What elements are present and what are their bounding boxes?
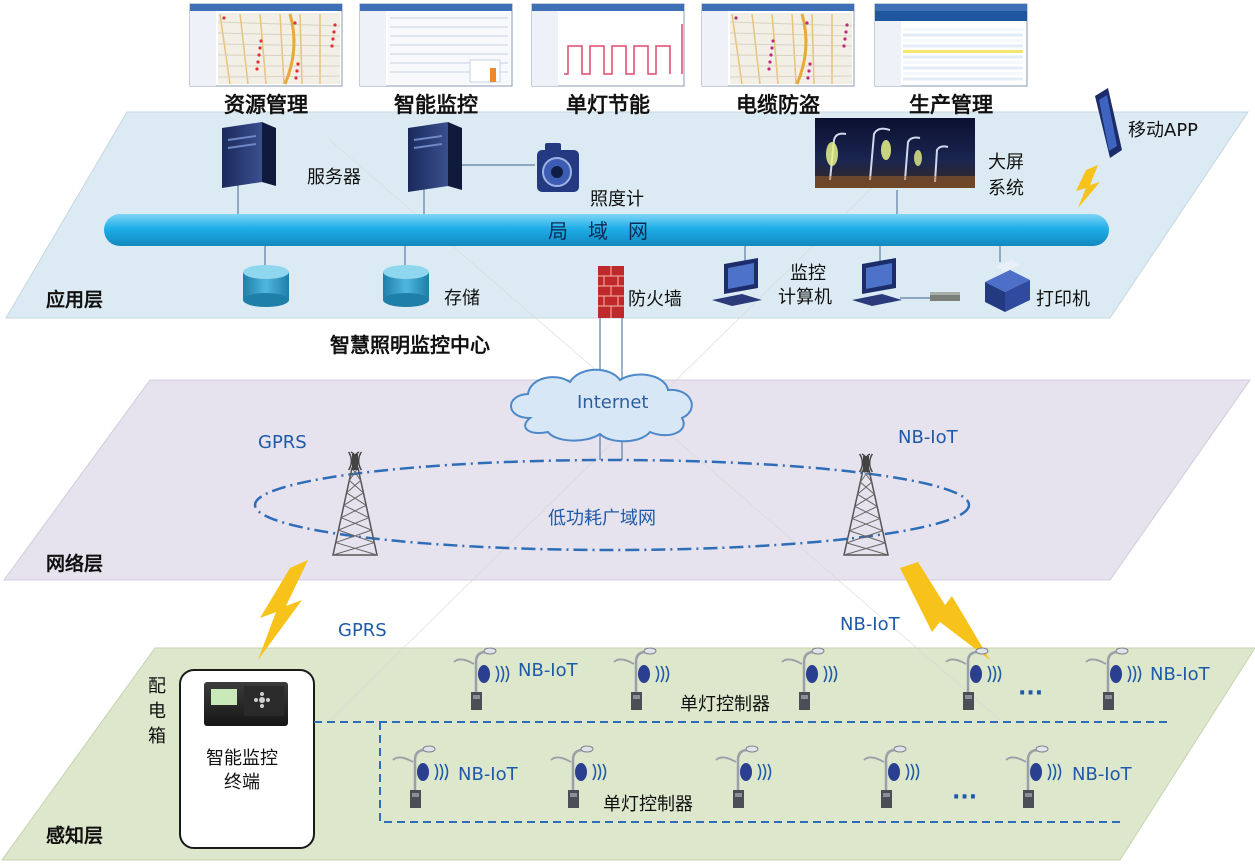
app-screenshot-label: 电缆防盗 [736, 93, 820, 117]
mobile-phone-icon [1095, 88, 1122, 158]
terminal-label: 智能监控 [206, 748, 278, 769]
app-screenshot-label: 智能监控 [394, 93, 478, 117]
street-lamp-controller [715, 745, 772, 808]
server-icon [408, 122, 462, 192]
terminal-label: 终端 [224, 772, 260, 793]
lan-label: 局 域 网 [548, 219, 648, 243]
gprs-link-label: GPRS [338, 620, 387, 641]
bus-lines [314, 721, 1170, 823]
street-lamp-controller [453, 647, 510, 710]
server-icon [222, 122, 276, 188]
app-layer-name: 应用层 [46, 288, 103, 311]
row2-nbiot-label: NB-IoT [458, 764, 519, 785]
network-layer-name: 网络层 [46, 552, 103, 575]
row1-nbiot-label: NB-IoT [518, 660, 579, 681]
big-screen-icon [815, 118, 975, 188]
firewall-label: 防火墙 [628, 289, 682, 310]
wireless-bolt-icon [258, 560, 308, 660]
storage-label: 存储 [444, 288, 480, 309]
street-lamp-controller [945, 647, 1002, 710]
cabinet-label: 电 [148, 701, 166, 722]
monitor-pc-label: 监控 [790, 263, 826, 284]
cabinet-label: 配 [148, 676, 166, 697]
street-lamp-controller [863, 745, 920, 808]
sensing-layer-plane [1, 647, 1255, 861]
app-screenshot [701, 3, 855, 87]
street-lamp-controller [1005, 745, 1062, 808]
monitoring-center-label: 智慧照明监控中心 [330, 333, 490, 357]
row2-controller-label: 单灯控制器 [603, 794, 693, 815]
street-lamp-controller [613, 647, 670, 710]
nbiot-link-label: NB-IoT [840, 614, 901, 635]
distribution-cabinet [179, 669, 315, 849]
street-lamp-controller [392, 745, 449, 808]
printer-icon [985, 260, 1030, 312]
row1-ellipsis: ··· [1018, 681, 1043, 706]
monitor-pc-label: 计算机 [778, 287, 832, 308]
lux-meter-icon [537, 143, 579, 192]
internet-label: Internet [577, 392, 648, 413]
row2-nbiot-label: NB-IoT [1072, 764, 1133, 785]
app-screenshot [531, 3, 685, 87]
monitor-computer-icon [712, 258, 762, 306]
app-screenshot-label: 单灯节能 [566, 93, 650, 117]
storage-icon [383, 265, 429, 307]
firewall-icon [598, 266, 624, 318]
cell-tower-icon [843, 453, 889, 556]
big-screen-label: 系统 [988, 178, 1024, 199]
printer-label: 打印机 [1036, 289, 1090, 310]
mobile-app-label: 移动APP [1128, 120, 1198, 141]
app-screenshot-label: 生产管理 [909, 93, 993, 117]
row1-controller-label: 单灯控制器 [680, 694, 770, 715]
storage-icon [243, 265, 289, 307]
row2-ellipsis: ··· [952, 785, 977, 810]
lpwan-label: 低功耗广域网 [548, 508, 656, 529]
app-screenshot [874, 3, 1028, 87]
cabinet-label: 箱 [148, 726, 166, 747]
gprs-label: GPRS [258, 432, 307, 453]
cell-tower-icon [332, 451, 378, 556]
lan-bar [104, 214, 1109, 246]
app-screenshot-label: 资源管理 [224, 93, 308, 117]
sensing-layer-name: 感知层 [46, 824, 103, 847]
street-lamp-controller [1085, 647, 1142, 710]
row1-nbiot-label: NB-IoT [1150, 664, 1211, 685]
monitor-computer-icon [852, 258, 902, 306]
lpwan-ellipse [253, 458, 971, 552]
nbiot-label: NB-IoT [898, 427, 959, 448]
internet-cloud-icon [510, 368, 693, 443]
wireless-bolt-icon [900, 562, 990, 660]
street-lamp-controller [781, 647, 838, 710]
network-switch-icon [930, 292, 960, 301]
top-app-labels: 资源管理 智能监控 单灯节能 电缆防盗 生产管理 [224, 93, 993, 117]
top-app-screenshots [189, 3, 1028, 87]
app-screenshot [189, 3, 343, 87]
wireless-bolt-icon [1076, 165, 1100, 208]
street-lamp-controllers [392, 647, 1142, 808]
big-screen-label: 大屏 [988, 152, 1024, 173]
server-label: 服务器 [307, 167, 361, 188]
lux-meter-label: 照度计 [590, 189, 644, 210]
app-screenshot [359, 3, 513, 87]
street-lamp-controller [550, 745, 607, 808]
